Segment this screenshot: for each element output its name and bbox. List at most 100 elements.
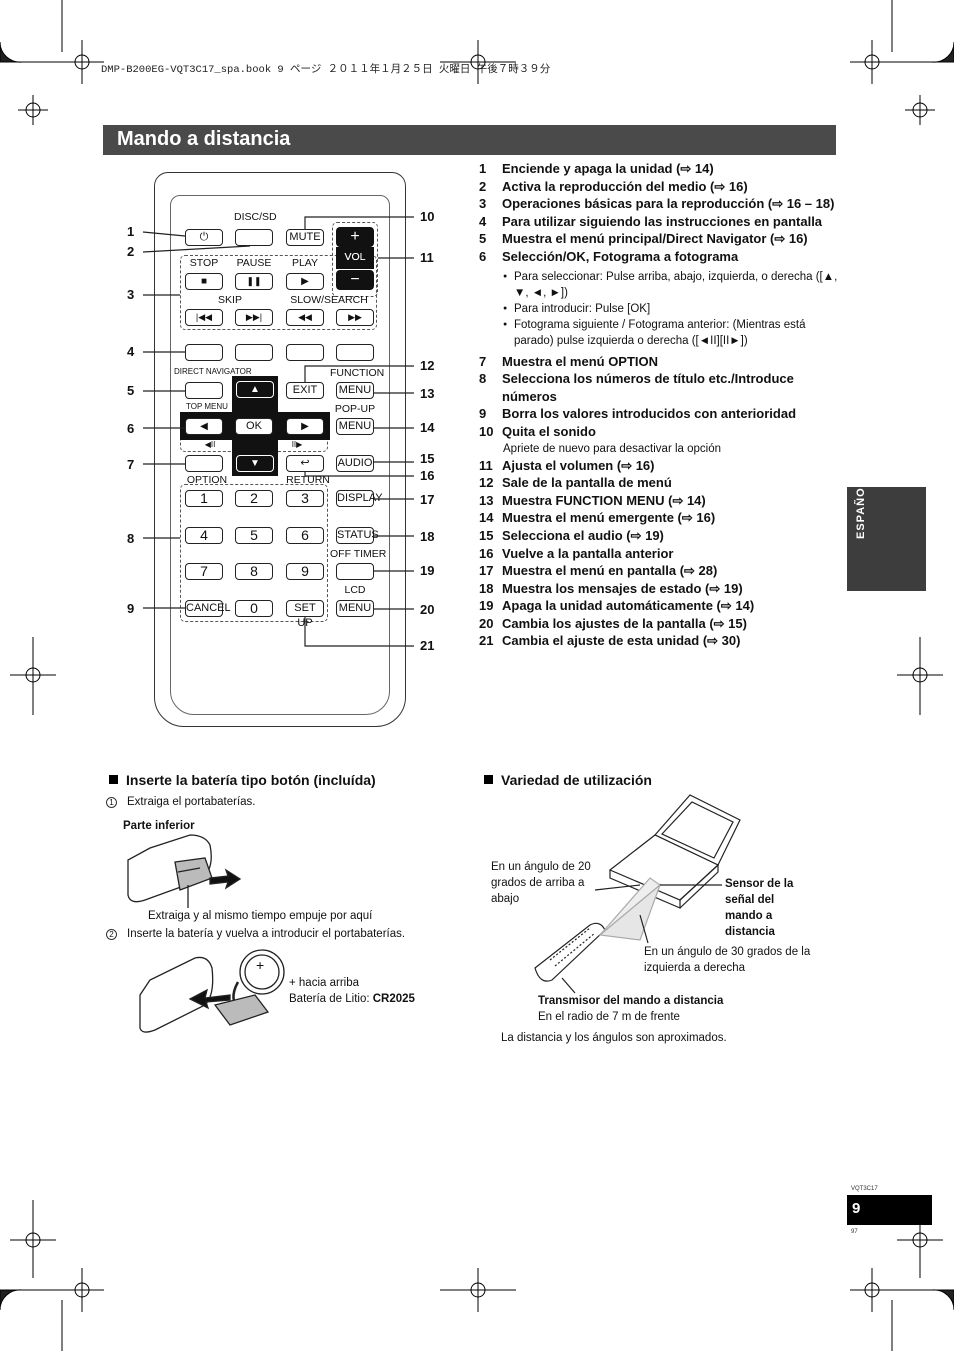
digit-7-button[interactable]: 7 bbox=[185, 563, 223, 580]
callout-20: 20 bbox=[420, 602, 435, 617]
language-tab: ESPAÑOL bbox=[847, 480, 926, 591]
digit-8-button[interactable]: 8 bbox=[235, 563, 273, 580]
down-button[interactable]: ▼ bbox=[236, 455, 274, 472]
horizontal-angle-note: En un ángulo de 30 grados de la izquierd… bbox=[644, 946, 811, 974]
callout-13: 13 bbox=[420, 386, 435, 401]
power-button[interactable]: ⏻ bbox=[185, 229, 223, 246]
digit-5-button[interactable]: 5 bbox=[235, 527, 273, 544]
color-button-4[interactable] bbox=[336, 344, 374, 361]
vol-body bbox=[336, 247, 374, 269]
callout-6: 6 bbox=[127, 421, 135, 436]
color-button-2[interactable] bbox=[235, 344, 273, 361]
left-button[interactable]: ◀ bbox=[185, 418, 223, 435]
battery-heading: Inserte la batería tipo botón (incluída) bbox=[109, 772, 376, 788]
sensor-label: Sensor de la señal del mando a distancia bbox=[725, 878, 794, 938]
skip-forward-button[interactable]: ▶▶| bbox=[235, 309, 273, 326]
option-button[interactable] bbox=[185, 455, 223, 472]
volume-group-outline bbox=[332, 222, 378, 297]
color-button-3[interactable] bbox=[286, 344, 324, 361]
digit-3-button[interactable]: 3 bbox=[286, 490, 324, 507]
callout-19: 19 bbox=[420, 563, 435, 578]
skip-back-button[interactable]: |◀◀ bbox=[185, 309, 223, 326]
lcd-menu-button[interactable]: MENU bbox=[336, 600, 374, 617]
digit-4-button[interactable]: 4 bbox=[185, 527, 223, 544]
exit-button[interactable]: EXIT bbox=[286, 382, 324, 399]
usage-heading: Variedad de utilización bbox=[484, 772, 652, 788]
digit-1-button[interactable]: 1 bbox=[185, 490, 223, 507]
callout-12: 12 bbox=[420, 358, 435, 373]
frame-back-label: ◀II bbox=[204, 440, 216, 449]
digit-6-button[interactable]: 6 bbox=[286, 527, 324, 544]
status-button[interactable]: STATUS bbox=[336, 527, 379, 544]
cancel-button[interactable]: CANCEL bbox=[185, 600, 231, 617]
callout-21: 21 bbox=[420, 638, 435, 653]
digit-0-button[interactable]: 0 bbox=[235, 600, 273, 617]
callout-3: 3 bbox=[127, 287, 135, 302]
function-menu-button[interactable]: MENU bbox=[336, 382, 374, 399]
display-button[interactable]: DISPLAY bbox=[336, 490, 383, 507]
callout-7: 7 bbox=[127, 457, 135, 472]
ok-button[interactable]: OK bbox=[235, 418, 273, 435]
return-button[interactable]: ↩ bbox=[286, 455, 324, 472]
page-number: 9 bbox=[852, 1200, 861, 1217]
callout-18: 18 bbox=[420, 529, 435, 544]
option-label: OPTION bbox=[186, 474, 228, 486]
page-code: 97 bbox=[851, 1229, 858, 1235]
volume-down-button[interactable]: − bbox=[336, 270, 374, 290]
direct-navigator-label: DIRECT NAVIGATOR bbox=[174, 367, 252, 376]
direct-navigator-button[interactable] bbox=[185, 382, 223, 399]
stop-button[interactable]: ■ bbox=[185, 273, 223, 290]
battery-type-note: Batería de Litio: CR2025 bbox=[289, 993, 415, 1005]
callout-9: 9 bbox=[127, 601, 135, 616]
function-label: FUNCTION bbox=[330, 367, 385, 379]
play-button[interactable]: ▶ bbox=[286, 273, 324, 290]
color-button-1[interactable] bbox=[185, 344, 223, 361]
disc-sd-label: DISC/SD bbox=[234, 211, 277, 223]
playback-group-outline bbox=[180, 255, 377, 330]
right-button[interactable]: ▶ bbox=[286, 418, 324, 435]
popup-menu-button[interactable]: MENU bbox=[336, 418, 374, 435]
bottom-label: Parte inferior bbox=[123, 820, 195, 832]
fast-forward-button[interactable]: ▶▶ bbox=[336, 309, 374, 326]
callout-15: 15 bbox=[420, 451, 435, 466]
callout-14: 14 bbox=[420, 420, 435, 435]
remote-outline bbox=[154, 172, 406, 727]
off-timer-button[interactable] bbox=[336, 563, 374, 580]
callout-1: 1 bbox=[127, 224, 135, 239]
pause-button[interactable]: ❚❚ bbox=[235, 273, 273, 290]
vertical-angle-note: En un ángulo de 20 grados de arriba a ab… bbox=[491, 861, 591, 905]
item10-note: Apriete de nuevo para desactivar la opci… bbox=[503, 442, 722, 455]
audio-button[interactable]: AUDIO bbox=[336, 455, 374, 472]
digit-9-button[interactable]: 9 bbox=[286, 563, 324, 580]
disc-sd-button[interactable] bbox=[235, 229, 273, 246]
volume-up-button[interactable]: + bbox=[336, 227, 374, 247]
vol-label-text: VOL bbox=[344, 251, 366, 263]
transmitter-label: Transmisor del mando a distancia bbox=[538, 995, 724, 1007]
mute-button[interactable]: MUTE bbox=[286, 229, 324, 246]
rewind-button[interactable]: ◀◀ bbox=[286, 309, 324, 326]
square-bullet-icon bbox=[484, 775, 493, 784]
up-button[interactable]: ▲ bbox=[236, 381, 274, 398]
doc-code: VQT3C17 bbox=[851, 1186, 878, 1192]
push-caption: Extraiga y al mismo tiempo empuje por aq… bbox=[148, 910, 373, 922]
digit-2-button[interactable]: 2 bbox=[235, 490, 273, 507]
item6-bullet: Fotograma siguiente / Fotograma anterior… bbox=[479, 317, 839, 349]
play-label: PLAY bbox=[291, 257, 319, 269]
